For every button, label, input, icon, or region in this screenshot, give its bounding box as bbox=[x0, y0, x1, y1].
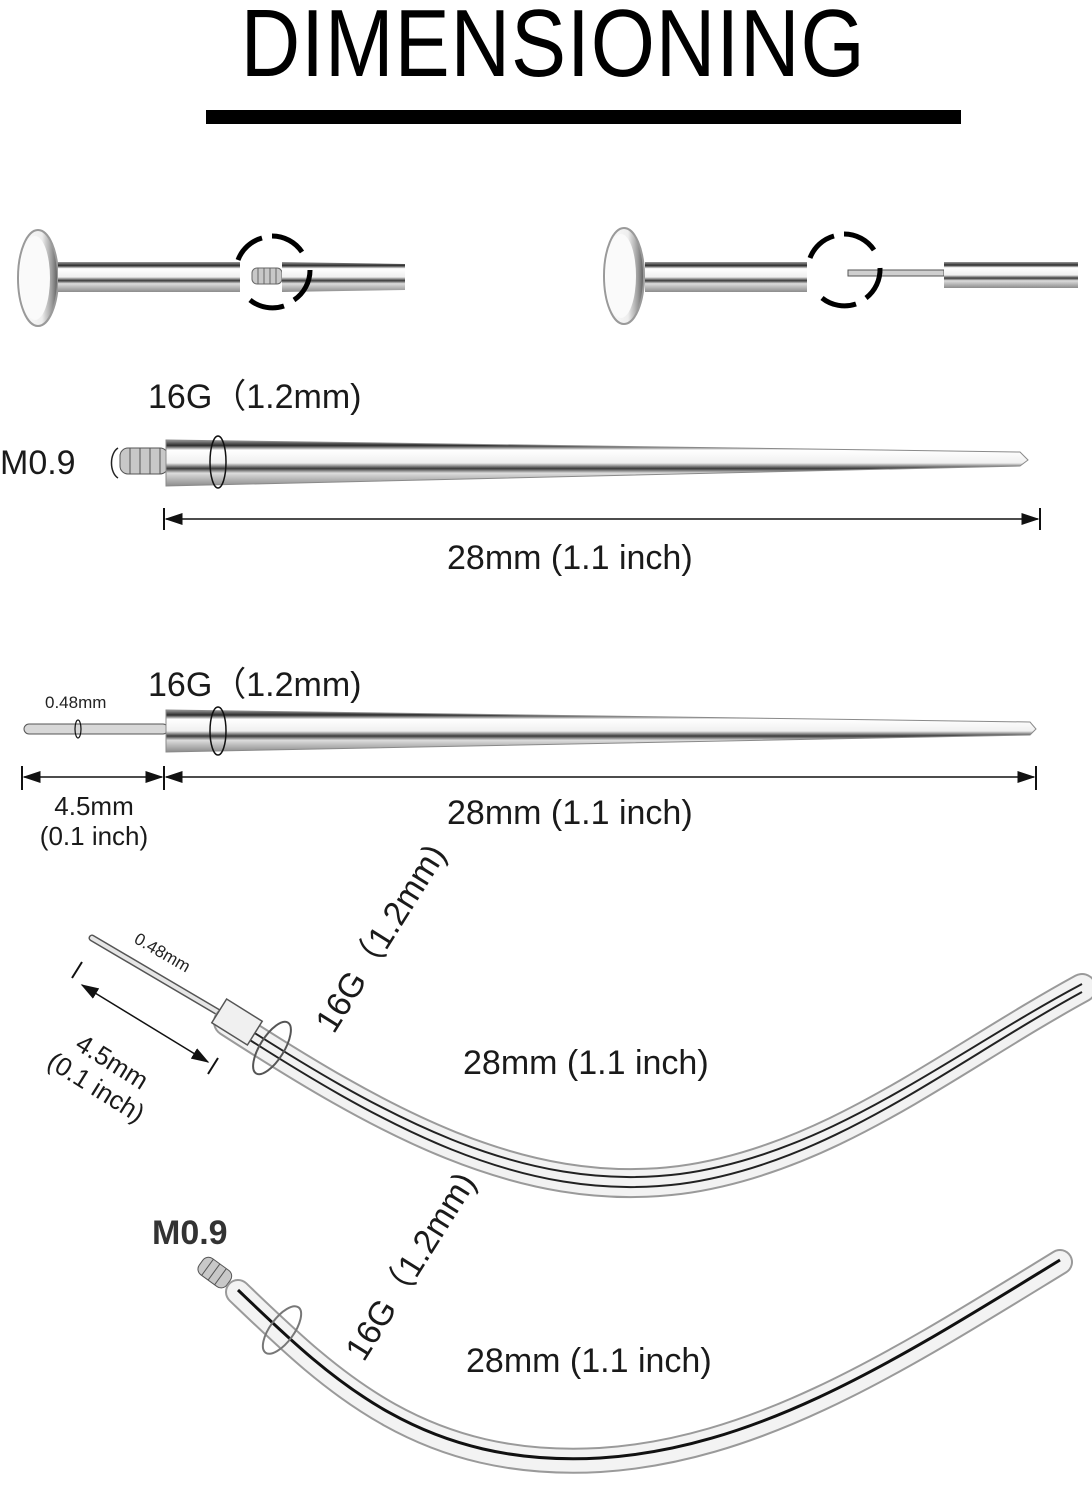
straight-threadless-pin-length-label: 4.5mm (0.1 inch) bbox=[24, 791, 164, 852]
curved-threadless-length-label: 28mm (1.1 inch) bbox=[463, 1044, 709, 1082]
curved-threaded-pin bbox=[197, 1249, 1073, 1474]
curved-threaded-length-label: 28mm (1.1 inch) bbox=[466, 1342, 712, 1380]
threadless-assembly-illustration bbox=[603, 227, 1078, 325]
straight-threadless-pin bbox=[21, 706, 1037, 790]
straight-threaded-length-label: 28mm (1.1 inch) bbox=[447, 539, 693, 577]
straight-threadless-length-label: 28mm (1.1 inch) bbox=[447, 794, 693, 832]
rotate-arrows-icon bbox=[235, 233, 313, 311]
straight-threadless-pin-diameter-label: 0.48mm bbox=[45, 693, 107, 712]
title-underline bbox=[206, 110, 961, 124]
straight-threaded-thread-label: M0.9 bbox=[0, 444, 76, 482]
curved-threadless-pin bbox=[71, 934, 1092, 1199]
curved-threaded-thread-label: M0.9 bbox=[152, 1214, 228, 1252]
thread-stub bbox=[251, 267, 283, 285]
threaded-assembly-illustration bbox=[17, 229, 405, 327]
pin-length-in: (0.1 inch) bbox=[39, 820, 149, 851]
rotate-arrows-icon bbox=[807, 231, 883, 309]
pin-length-mm: 4.5mm bbox=[54, 791, 134, 821]
straight-threadless-gauge-label: 16G（1.2mm) bbox=[148, 666, 362, 704]
page-title: DIMENSIONING bbox=[240, 0, 866, 97]
straight-threaded-pin bbox=[110, 435, 1041, 530]
straight-threaded-gauge-label: 16G（1.2mm) bbox=[148, 378, 362, 416]
